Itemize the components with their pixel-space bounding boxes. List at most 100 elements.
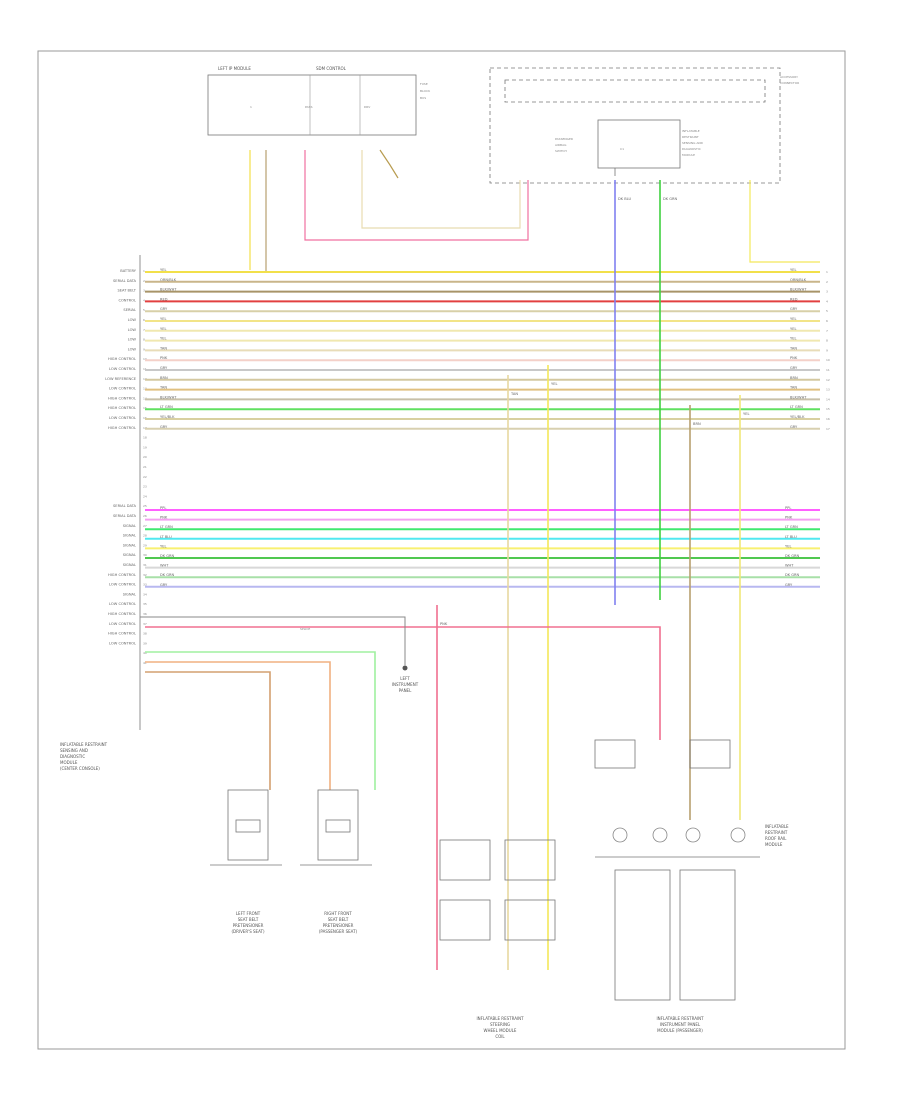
bus-wire-label: YEL (160, 268, 166, 272)
bus-wire-label-right: GRY (790, 366, 798, 370)
bus-wire-label-right: BLK/WHT (790, 395, 807, 399)
sdm-pin-label: LOW REFERENCE (105, 377, 136, 381)
bus-wire-label: BLK/WHT (160, 288, 177, 292)
side-wire-label: DK GRN (663, 197, 678, 201)
bus-wire-label-right: YEL (790, 337, 796, 341)
lower-wire-label-right: WHT (785, 564, 794, 568)
sdm-pin-label: LOW CONTROL (109, 602, 136, 606)
sdm-pin-number: 27 (143, 524, 147, 528)
bus-circuit-number: 10 (826, 358, 830, 362)
sdm-pin-number: 7 (143, 328, 145, 332)
sdm-pin-number: 16 (143, 416, 147, 420)
bus-wire-label-right: PNK (790, 356, 798, 360)
mid-caption-2: STEERING (490, 1022, 510, 1027)
bus-wire-label: YEL (160, 327, 166, 331)
lower-wire-label: GRY (160, 583, 168, 587)
bus-wire-label: GRY (160, 366, 168, 370)
side-wire-label: BRN (693, 422, 701, 426)
sdm-pin-label: LOW (128, 328, 137, 332)
sdm-pin-number: 21 (143, 465, 147, 469)
bus-wire-label: YEL (160, 337, 166, 341)
bus-circuit-number: 13 (826, 388, 830, 392)
bus-circuit-number: 16 (826, 417, 830, 421)
sdm-pin-label: SIGNAL (123, 543, 136, 547)
inflatable-text-4: DIAGNOSTIC (682, 147, 701, 151)
sdm-pin-label: SEAT BELT (117, 289, 136, 293)
junction-text-3: BUS (420, 96, 426, 100)
bus-circuit-number: 7 (826, 329, 828, 333)
bus-wire-label-right: TAN (789, 386, 797, 390)
sdm-pin-number: 6 (143, 318, 145, 322)
sdm-pin-number: 4 (143, 298, 145, 302)
sdm-pin-number: 8 (143, 338, 145, 342)
sdm-pin-number: 38 (143, 632, 147, 636)
pretensioner-right: RIGHT FRONT SEAT BELT PRETENSIONER (PASS… (300, 789, 372, 934)
sdm-pin-number: 20 (143, 455, 147, 459)
side-wire-label: YEL (551, 382, 557, 386)
bus-wire-label: TAN (159, 386, 167, 390)
bus-wire-label: RED (160, 297, 168, 301)
sdm-pin-label: LOW CONTROL (109, 387, 136, 391)
sdm-pin-number: 33 (143, 583, 147, 587)
bus-wire-label-right: YEL (790, 317, 796, 321)
right-caption-1: RIGHT FRONT (324, 911, 352, 916)
bus-circuit-number: 6 (826, 319, 828, 323)
sdm-pin-label: SIGNAL (123, 524, 136, 528)
junction-text-2: BLOCK (420, 89, 431, 93)
sdm-pin-label: LOW CONTROL (109, 622, 136, 626)
sdm-pin-label: SERIAL DATA (113, 514, 137, 518)
sdm-pin-number: 5 (143, 308, 145, 312)
sdm-pin-number: 35 (143, 602, 147, 606)
sdm-pin-label: LOW (128, 318, 137, 322)
right-note-4: MODULE (765, 842, 783, 847)
sensor-text-2: AIRBAG (555, 143, 567, 147)
sdm-pin-number: 14 (143, 396, 147, 400)
sdm-pin-number: 41 (143, 661, 147, 665)
bus-wire-label-right: YEL (790, 327, 796, 331)
ground-splice: SPLICE LEFT INSTRUMENT PANEL (140, 616, 419, 693)
sdm-caption-4: MODULE (60, 760, 78, 765)
lower-wire-label: DK GRN (160, 573, 175, 577)
mid-caption-1: INFLATABLE RESTRAINT (476, 1016, 524, 1021)
sdm-pin-label: LOW CONTROL (109, 416, 136, 420)
bus-wire-label-right: RED (790, 297, 798, 301)
lower-wire-label: LT GRN (160, 525, 173, 529)
rt-caption-3: MODULE (PASSENGER) (657, 1028, 703, 1033)
sdm-pin-label: SIGNAL (123, 563, 136, 567)
bus-circuit-number: 2 (826, 280, 828, 284)
sdm-pin-number: 28 (143, 534, 147, 538)
side-wire-label: DK BLU (618, 197, 632, 201)
sdm-pin-number: 17 (143, 426, 147, 430)
side-wire-label: TAN (510, 392, 518, 396)
bus-wire-label-right: LT GRN (790, 405, 803, 409)
lower-wire-label-right: LT BLU (785, 535, 797, 539)
top-feeds (249, 149, 820, 273)
sdm-pin-number: 13 (143, 387, 147, 391)
bus-circuit-number: 12 (826, 378, 830, 382)
bus-wire-label-right: YEL (790, 268, 796, 272)
bus-wire-label: BRN (160, 376, 168, 380)
bus-wire-label: BLK/WHT (160, 395, 177, 399)
sdm-pin-number: 19 (143, 445, 147, 449)
bus-wire-label-right: YEL/BLK (790, 415, 805, 419)
sdm-pin-number: 25 (143, 504, 147, 508)
sdm-caption-1: INFLATABLE RESTRAINT (60, 742, 108, 747)
bcm-label-1: LEFT IP MODULE (218, 66, 251, 71)
left-caption-1: LEFT FRONT (236, 911, 261, 916)
sdm-pin-number: 22 (143, 475, 147, 479)
roof-note-1: ACCESSORY (780, 75, 798, 79)
inflatable-text-2: RESTRAINT (682, 135, 699, 139)
sdm-pin-number: 15 (143, 406, 147, 410)
bus-wire-label-right: TAN (789, 346, 797, 350)
sensor-text-3: SWITCH (555, 149, 567, 153)
right-note-2: RESTRAINT (765, 830, 788, 835)
sensor-text-1: PASSENGER (555, 137, 573, 141)
bus-wire-label: ORN/BLK (160, 278, 177, 282)
bus-circuit-number: 14 (826, 397, 830, 401)
bus-circuit-number: 17 (826, 427, 830, 431)
right-caption-3: PRETENSIONER (323, 923, 354, 928)
sdm-pin-number: 39 (143, 641, 147, 645)
sdm-pin-number: 3 (143, 289, 145, 293)
sdm-pin-number: 32 (143, 573, 147, 577)
